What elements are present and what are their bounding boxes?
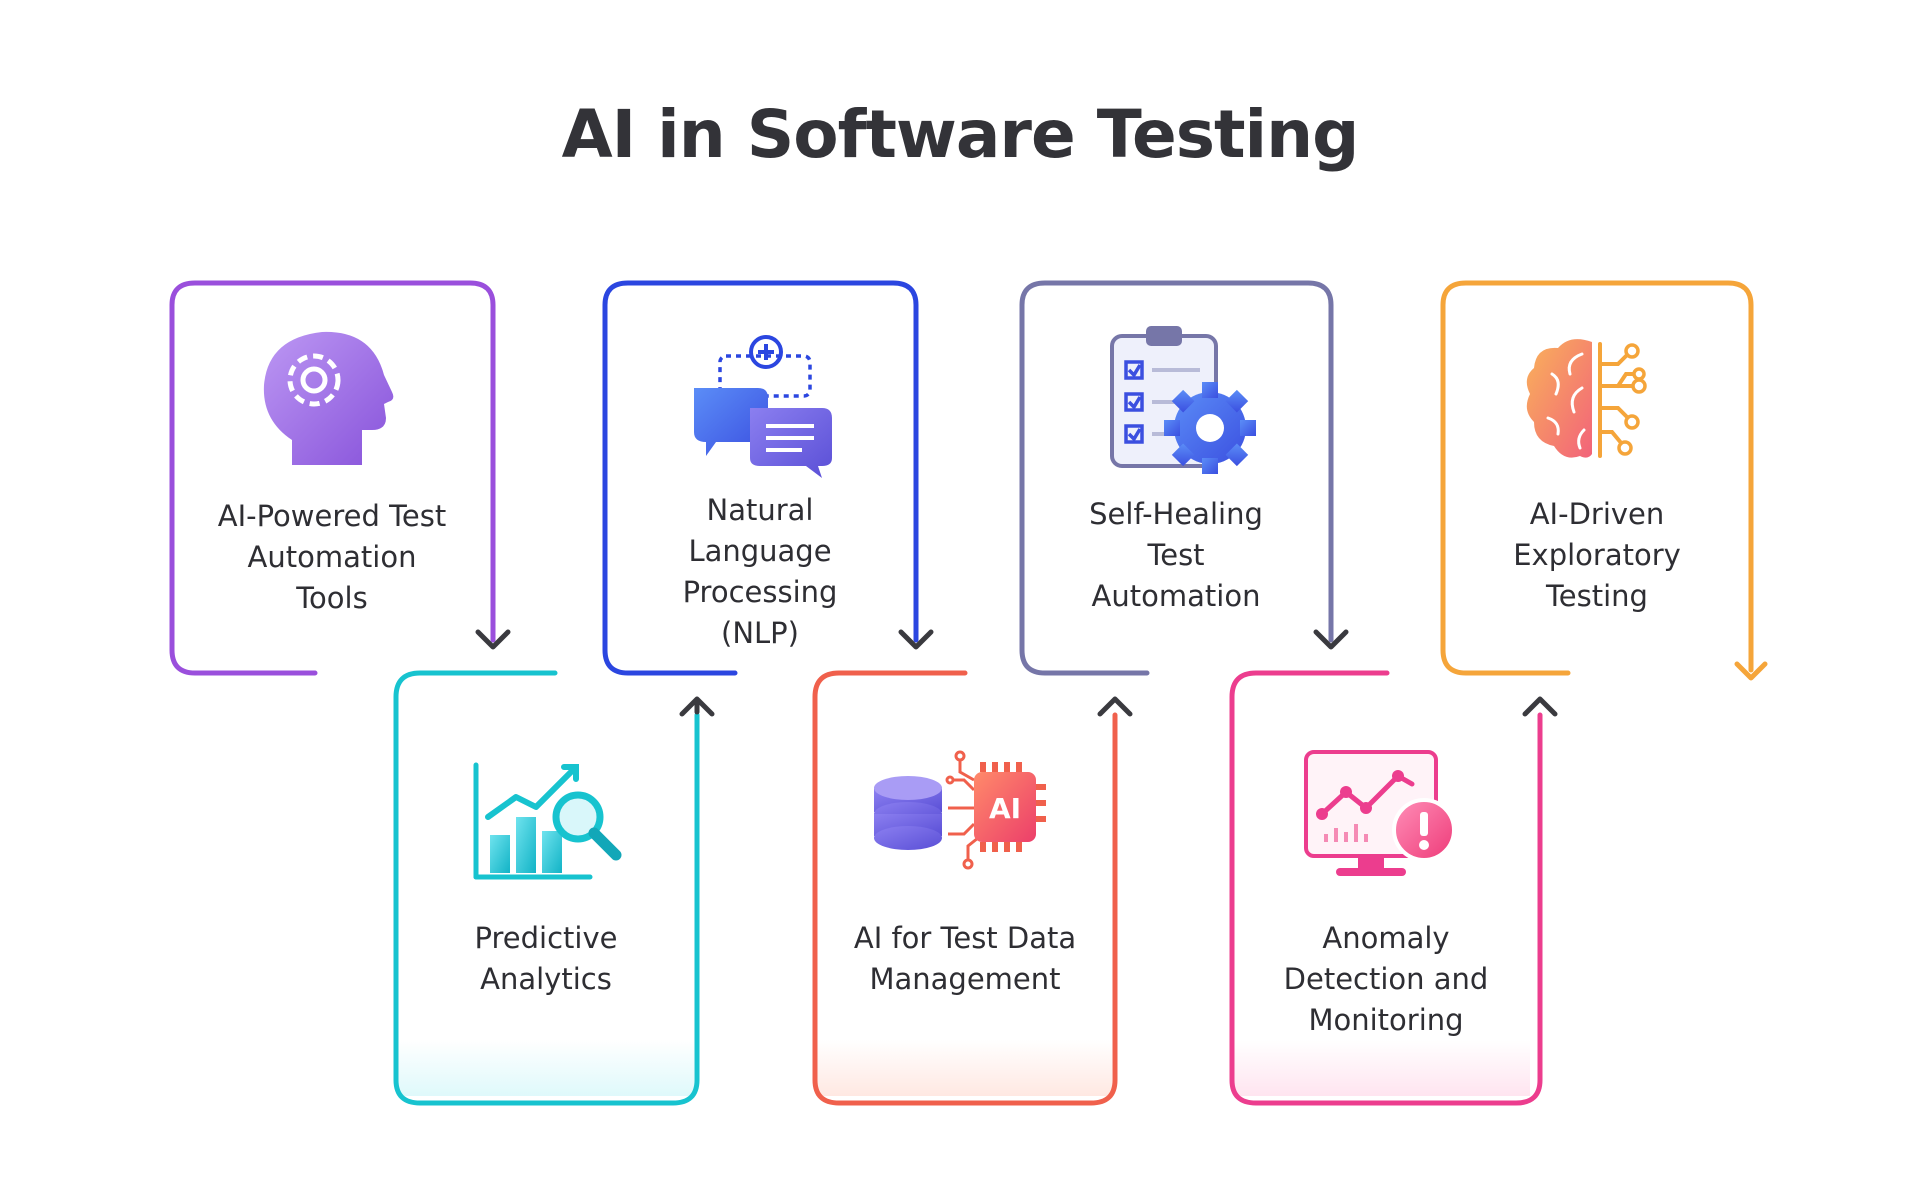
card-1-frame [169, 280, 496, 676]
head-gear-icon [263, 331, 394, 465]
arrow-down-1 [475, 629, 511, 650]
arrow-down-5 [1313, 629, 1349, 650]
card-7-frame [1440, 280, 1754, 676]
database-ai-chip-icon: AI [874, 750, 1046, 870]
card-3-frame [602, 280, 919, 676]
brain-circuit-icon [1526, 339, 1647, 458]
chat-bubbles-icon [694, 335, 832, 478]
arrow-up-4 [1097, 696, 1133, 717]
card-4-fade [816, 1040, 1112, 1096]
arrow-up-6 [1522, 696, 1558, 717]
monitor-alert-icon [1304, 750, 1456, 876]
card-5-frame [1019, 280, 1334, 676]
arrow-down-7 [1734, 661, 1768, 681]
clipboard-gear-icon [1110, 326, 1256, 474]
svg-text:AI: AI [989, 792, 1021, 825]
page-title: AI in Software Testing [561, 96, 1360, 173]
card-2-frame [393, 670, 700, 1106]
arrow-down-3 [898, 629, 934, 650]
card-4-frame [812, 670, 1118, 1106]
chart-magnifier-icon [473, 762, 622, 880]
card-6-frame [1229, 670, 1543, 1106]
card-2-fade [398, 1040, 694, 1096]
card-6-fade [1234, 1040, 1530, 1096]
arrow-up-2 [679, 696, 715, 717]
